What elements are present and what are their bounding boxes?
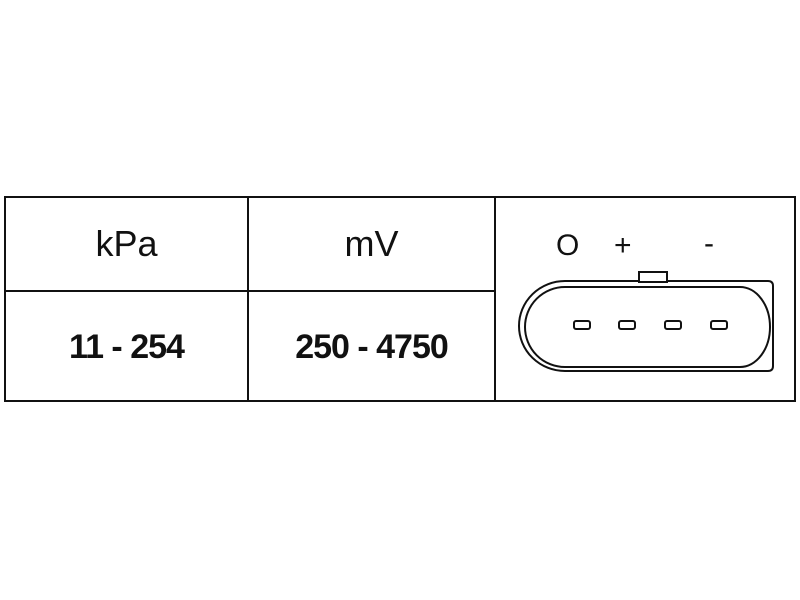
header-kpa: kPa (95, 223, 158, 264)
pin (573, 320, 591, 330)
pin (710, 320, 728, 330)
connector-inner-shell (524, 286, 771, 368)
row-divider (6, 290, 494, 292)
column-divider (494, 198, 496, 400)
pin-label-positive: + (614, 229, 632, 262)
header-mv: mV (344, 223, 399, 264)
column-divider (247, 198, 249, 400)
connector-outer-shell (518, 280, 774, 372)
connector-key-tab (638, 271, 668, 283)
pin-label-output: O (556, 229, 580, 262)
pressure-range: 11 - 254 (69, 327, 185, 366)
sensor-spec-table: kPa mV 11 - 254 250 - 4750 (4, 196, 796, 402)
voltage-range: 250 - 4750 (295, 327, 449, 366)
pin (618, 320, 636, 330)
pin-label-negative: - (704, 227, 714, 260)
pin (664, 320, 682, 330)
